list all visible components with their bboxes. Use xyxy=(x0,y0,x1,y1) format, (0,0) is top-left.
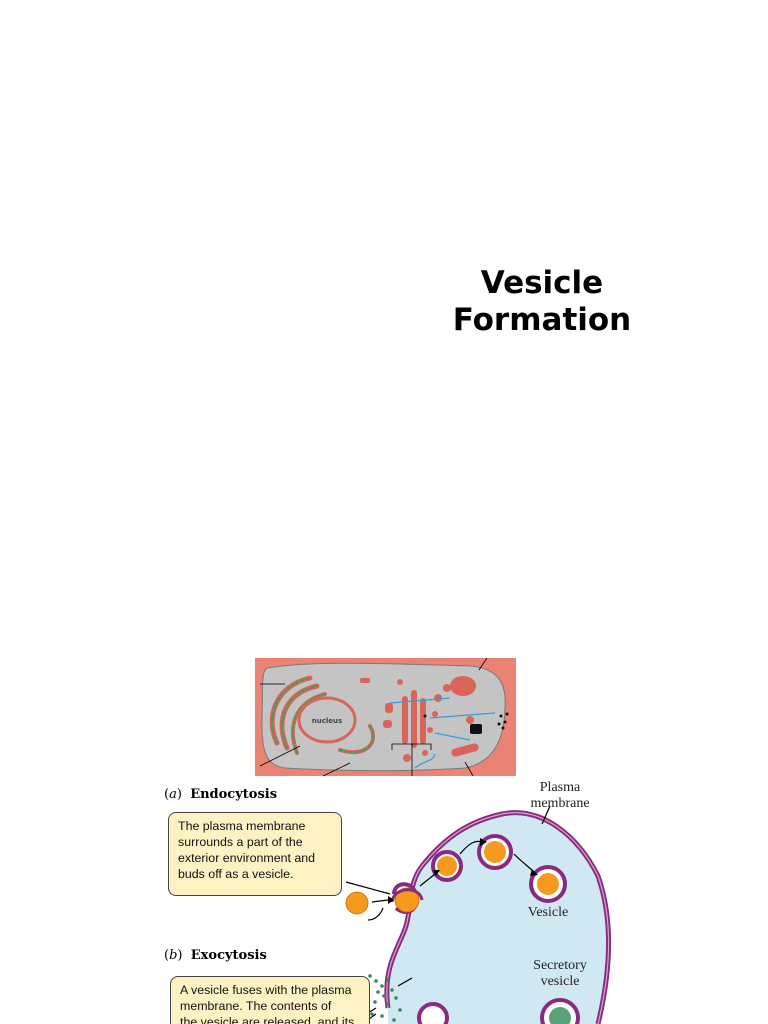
plasma-membrane-label-line-2: membrane xyxy=(530,796,590,811)
nucleus xyxy=(297,696,357,744)
secretory-vesicle-label-line-1: Secretory xyxy=(533,958,587,973)
exocytosis-letter: b xyxy=(169,948,178,963)
vesicle-near-membrane xyxy=(477,834,513,870)
internal-vesicle xyxy=(529,865,567,903)
endocytosis-callout: The plasma membrane surrounds a part of … xyxy=(168,812,342,896)
title-line-2: Formation xyxy=(452,302,632,338)
vesicle-label: Vesicle xyxy=(518,905,578,921)
exocytosis-title: Exocytosis xyxy=(190,948,267,963)
diagram-drawing xyxy=(345,805,611,1024)
endocytosis-callout-line-3: exterior environment and xyxy=(178,851,316,865)
endocytosis-callout-line-2: surrounds a part of the xyxy=(178,835,303,849)
exocytosis-heading: (b) Exocytosis xyxy=(164,948,267,963)
exocytosis-vesicle-fusing xyxy=(417,1002,449,1024)
arrow-heads xyxy=(388,838,538,904)
plasma-membrane-label-line-1: Plasma xyxy=(539,780,581,795)
budding-vesicle xyxy=(390,887,424,913)
endocytosis-callout-line-4: buds off as a vesicle. xyxy=(178,867,294,881)
leader-lines xyxy=(259,658,488,776)
exocytosis-callout-line-3: the vesicle are released, and its xyxy=(180,1015,355,1024)
slide-title: Vesicle Formation xyxy=(400,265,684,339)
rough-er xyxy=(269,675,376,755)
exocytosis-callout-line-1: A vesicle fuses with the plasma xyxy=(180,983,352,997)
endocytosis-title: Endocytosis xyxy=(190,787,278,802)
plasma-membrane-label: Plasma membrane xyxy=(512,780,608,812)
endocytosis-letter: a xyxy=(169,787,177,802)
endocytosis-callout-line-1: The plasma membrane xyxy=(178,819,306,833)
plasma-membrane-inner xyxy=(386,812,610,1024)
secretory-vesicle xyxy=(540,998,580,1024)
vesicle-label-text: Vesicle xyxy=(527,905,569,920)
golgi xyxy=(383,690,426,748)
vesicle-diagram: (a) Endocytosis The plasma membrane surr… xyxy=(150,776,620,1024)
exocytosis-callout: A vesicle fuses with the plasma membrane… xyxy=(170,976,370,1024)
vesicles xyxy=(360,676,479,762)
nucleus-label: nucleus xyxy=(312,717,342,725)
cell-overview-figure: nucleus xyxy=(255,658,516,776)
endocytosis-heading: (a) Endocytosis xyxy=(164,787,278,802)
secretory-vesicle-label: Secretory vesicle xyxy=(520,958,600,990)
transport-arrows xyxy=(389,697,496,769)
free-vesicle-outside xyxy=(345,891,369,915)
internalizing-vesicle xyxy=(431,850,463,882)
dark-dots xyxy=(423,712,509,730)
exocytosis-callout-line-2: membrane. The contents of xyxy=(180,999,332,1013)
dark-vesicle xyxy=(470,724,482,734)
title-line-1: Vesicle xyxy=(480,265,604,301)
secretory-vesicle-label-line-2: vesicle xyxy=(540,974,580,989)
